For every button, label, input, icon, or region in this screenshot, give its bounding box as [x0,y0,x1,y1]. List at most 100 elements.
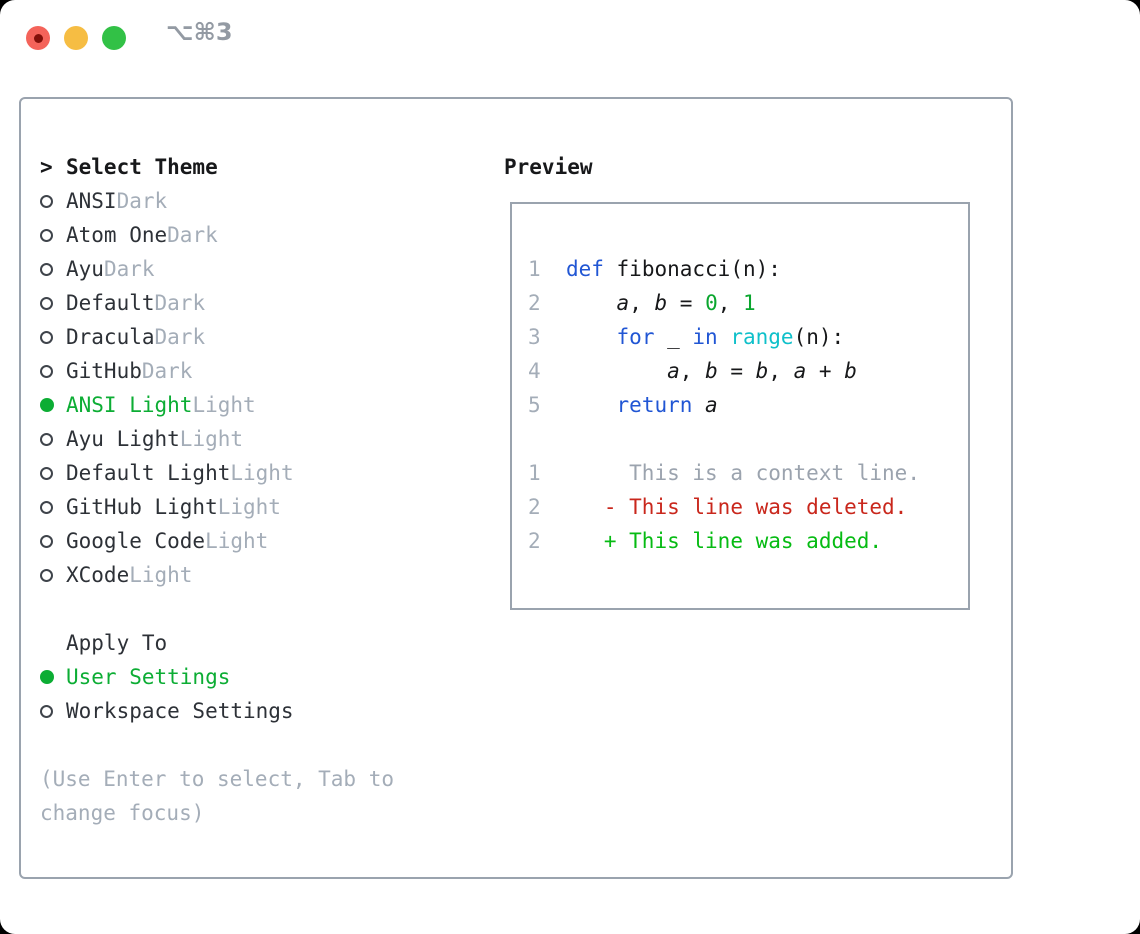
variant-label: Dark [103,257,155,281]
theme-option-ayu-dark[interactable]: Ayu Dark [40,252,480,286]
hint-text: (Use Enter to select, Tab to change focu… [40,767,395,825]
code-token-plain [692,393,705,417]
theme-option-github-light-light[interactable]: GitHub Light Light [40,490,480,524]
code-token-kw: for [616,325,655,349]
code-token-plain: , [717,291,744,315]
variant-label: Dark [154,291,206,315]
radio-unselected-icon [40,262,53,276]
code-token-var: b [654,291,668,315]
option-label: Atom One [66,223,168,247]
apply-option-workspace-settings[interactable]: Workspace Settings [40,694,480,728]
radio-unselected-icon [40,568,53,582]
code-token-var: b [755,359,769,383]
code-token-plain [566,325,617,349]
code-token-plain: = [717,359,756,383]
code-token-plain: (n): [793,325,845,349]
theme-option-xcode-light[interactable]: XCode Light [40,558,480,592]
radio-unselected-icon [40,704,53,718]
code-token-numlit: 0 [705,291,718,315]
variant-label: Dark [141,359,193,383]
radio-unselected-icon [40,330,53,344]
code-line: 2 a, b = 0, 1 [528,286,968,320]
code-token-var: a [705,393,718,417]
variant-label: Light [179,427,244,451]
option-label: ANSI Light [66,393,193,417]
option-label: Ayu [66,257,104,281]
theme-option-ansi-dark[interactable]: ANSI Dark [40,184,480,218]
theme-option-default-light-light[interactable]: Default Light Light [40,456,480,490]
code-token-ctx: This is a context line. [565,461,920,485]
option-label: Default Light [66,461,231,485]
line-number: 2 [528,529,541,553]
option-label: ANSI [66,189,117,213]
zoom-button[interactable] [102,26,126,50]
code-token-plain [566,359,667,383]
code-token-plain [566,291,617,315]
theme-option-google-code-light[interactable]: Google Code Light [40,524,480,558]
line-number: 2 [528,291,541,315]
code-token-plain [566,393,617,417]
code-token-numlit: 1 [743,291,756,315]
theme-option-ansi-light-light[interactable]: ANSI Light Light [40,388,480,422]
code-token-del: - This line was deleted. [565,495,908,519]
radio-unselected-icon [40,296,53,310]
variant-label: Light [129,563,193,587]
spacer [40,592,480,626]
radio-unselected-icon [40,500,53,514]
option-label: GitHub Light [66,495,218,519]
preview-column: Preview 1 def fibonacci(n):2 a, b = 0, 1… [504,150,970,610]
titlebar: ⌥⌘3 [0,0,1140,64]
code-token-plain [718,325,731,349]
variant-label: Light [192,393,256,417]
prompt-icon: > [40,155,53,179]
variant-label: Light [217,495,281,519]
code-token-var: b [705,359,718,383]
theme-option-default-dark[interactable]: Default Dark [40,286,480,320]
line-number: 4 [528,359,541,383]
window-title: ⌥⌘3 [166,18,233,46]
apply-to-header: Apply To [40,626,480,660]
radio-selected-icon [40,398,54,412]
code-token-kw: return [616,393,693,417]
variant-label: Dark [167,223,218,247]
code-token-plain: , [679,359,706,383]
minimize-button[interactable] [64,26,88,50]
option-label: Google Code [66,529,206,553]
apply-to-title: Apply To [66,631,168,655]
radio-unselected-icon [40,228,53,242]
code-line: 1 This is a context line. [528,456,968,490]
theme-option-dracula-dark[interactable]: Dracula Dark [40,320,480,354]
code-token-var: b [844,359,857,383]
option-label: GitHub [66,359,142,383]
code-token-var: a [667,359,680,383]
radio-unselected-icon [40,534,53,548]
radio-unselected-icon [40,466,53,480]
code-line: 3 for _ in range(n): [528,320,968,354]
apply-option-user-settings[interactable]: User Settings [40,660,480,694]
theme-option-ayu-light-light[interactable]: Ayu Light Light [40,422,480,456]
radio-unselected-icon [40,194,53,208]
code-line: 5 return a [528,388,968,422]
option-label: Ayu Light [66,427,180,451]
close-button[interactable] [26,26,50,50]
code-line: 1 def fibonacci(n): [528,252,968,286]
theme-option-atom-one-dark[interactable]: Atom One Dark [40,218,480,252]
unsaved-indicator-icon [33,33,43,43]
select-theme-header: > Select Theme [40,150,480,184]
variant-label: Dark [154,325,206,349]
code-blank-line [528,422,968,456]
code-line: 2 - This line was deleted. [528,490,968,524]
line-number: 3 [528,325,541,349]
theme-option-github-dark[interactable]: GitHub Dark [40,354,480,388]
code-token-plain: + [806,359,845,383]
line-number: 1 [528,257,541,281]
radio-unselected-icon [40,364,53,378]
option-label: XCode [66,563,130,587]
line-number: 1 [528,461,541,485]
select-theme-title: Select Theme [66,155,218,179]
